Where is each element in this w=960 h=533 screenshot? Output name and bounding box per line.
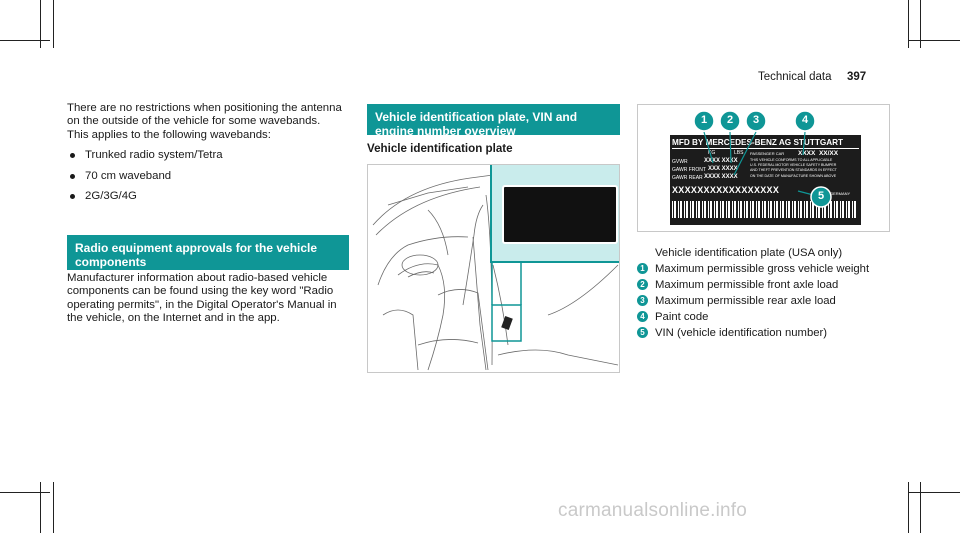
plate-gawr-rear: GAWR REAR bbox=[672, 175, 703, 181]
crop-mark bbox=[920, 0, 921, 48]
legend-caption: Vehicle identification plate (USA only) bbox=[655, 247, 843, 259]
number-badge: 1 bbox=[637, 263, 648, 274]
callout-3 bbox=[745, 110, 767, 132]
crop-mark bbox=[53, 0, 54, 48]
subheading-plate: Vehicle identification plate bbox=[367, 142, 513, 155]
plate-kg: KG bbox=[708, 150, 716, 156]
number-badge: 3 bbox=[637, 295, 648, 306]
plate-germany: GERMANY bbox=[830, 191, 851, 196]
plate-vin: XXXXXXXXXXXXXXXXX bbox=[672, 185, 780, 195]
number-badge: 5 bbox=[637, 327, 648, 338]
plate-gawr-front: GAWR FRONT bbox=[672, 167, 706, 173]
callout-label-4: 4 bbox=[801, 114, 809, 126]
callout-label-2: 2 bbox=[726, 114, 734, 126]
plate-lbs: LBS bbox=[734, 150, 744, 156]
plate-legend: Vehicle identification plate (USA only) … bbox=[637, 245, 869, 341]
callout-2 bbox=[719, 110, 741, 132]
crop-mark bbox=[0, 40, 50, 41]
watermark: carmanualsonline.info bbox=[558, 500, 748, 521]
crop-mark bbox=[40, 482, 41, 533]
door-pillar-illustration bbox=[367, 164, 620, 373]
plate-highlight-panel bbox=[490, 165, 619, 263]
crop-mark bbox=[0, 492, 50, 493]
plate-gvwr: GVWR bbox=[672, 159, 688, 165]
identification-plate-figure: MFD BY MERCEDES-BENZ AG STUTTGART KG LBS… bbox=[637, 104, 890, 232]
paragraph-wavebands: This applies to the following wavebands: bbox=[67, 128, 271, 141]
plate-rear-value: XXXX XXXX bbox=[704, 174, 738, 180]
crop-mark bbox=[920, 482, 921, 533]
callout-1 bbox=[693, 110, 715, 132]
crop-mark bbox=[908, 482, 909, 533]
plate-barcode bbox=[672, 201, 858, 218]
plate-conformity-text: THIS VEHICLE CONFORMS TO ALL APPLICABLE … bbox=[750, 158, 837, 178]
crop-mark bbox=[908, 0, 909, 48]
plate-passenger: PASSENGER CAR bbox=[750, 151, 785, 156]
callout-5 bbox=[810, 186, 832, 208]
section-heading-radio: Radio equipment approvals for the vehicl… bbox=[67, 235, 349, 270]
plate-maker: MFD BY MERCEDES-BENZ AG STUTTGART bbox=[672, 138, 844, 147]
callout-4 bbox=[794, 110, 816, 132]
list-item: Trunked radio system/Tetra bbox=[67, 149, 347, 162]
plate-front-value: XXX XXXX bbox=[708, 166, 738, 172]
crop-mark bbox=[908, 40, 960, 41]
number-badge: 4 bbox=[637, 311, 648, 322]
plate-date: XXXX XX/XX bbox=[798, 150, 839, 157]
plate-gvwr-value: XXXX XXXX bbox=[704, 158, 738, 164]
waveband-list: Trunked radio system/Tetra 70 cm waveban… bbox=[67, 149, 347, 203]
callout-label-5: 5 bbox=[817, 190, 825, 202]
list-item: 70 cm waveband bbox=[67, 170, 347, 183]
plate-callouts bbox=[693, 110, 832, 208]
bullet-icon bbox=[70, 173, 75, 179]
number-badge: 2 bbox=[637, 279, 648, 290]
bullet-icon bbox=[70, 153, 75, 159]
crop-mark bbox=[40, 0, 41, 48]
callout-label-1: 1 bbox=[700, 114, 708, 126]
pillar-callout-lines bbox=[491, 261, 522, 342]
running-header: Technical data bbox=[758, 71, 832, 83]
left-column: There are no restrictions when positioni… bbox=[67, 102, 347, 203]
callout-label-3: 3 bbox=[752, 114, 760, 126]
paragraph-radio: Manufacturer information about radio-bas… bbox=[67, 272, 337, 325]
crop-mark bbox=[53, 482, 54, 533]
paragraph-antenna: There are no restrictions when positioni… bbox=[67, 102, 342, 128]
car-interior-drawing bbox=[372, 174, 619, 371]
crop-mark bbox=[908, 492, 960, 493]
section-heading-vehicle-id: Vehicle identification plate, VIN and en… bbox=[367, 104, 620, 138]
plate-location-screen bbox=[502, 185, 618, 244]
identification-plate: MFD BY MERCEDES-BENZ AG STUTTGART KG LBS… bbox=[670, 135, 861, 225]
page-number: 397 bbox=[847, 71, 867, 83]
bullet-icon bbox=[70, 194, 75, 200]
list-item: 2G/3G/4G bbox=[67, 190, 347, 203]
